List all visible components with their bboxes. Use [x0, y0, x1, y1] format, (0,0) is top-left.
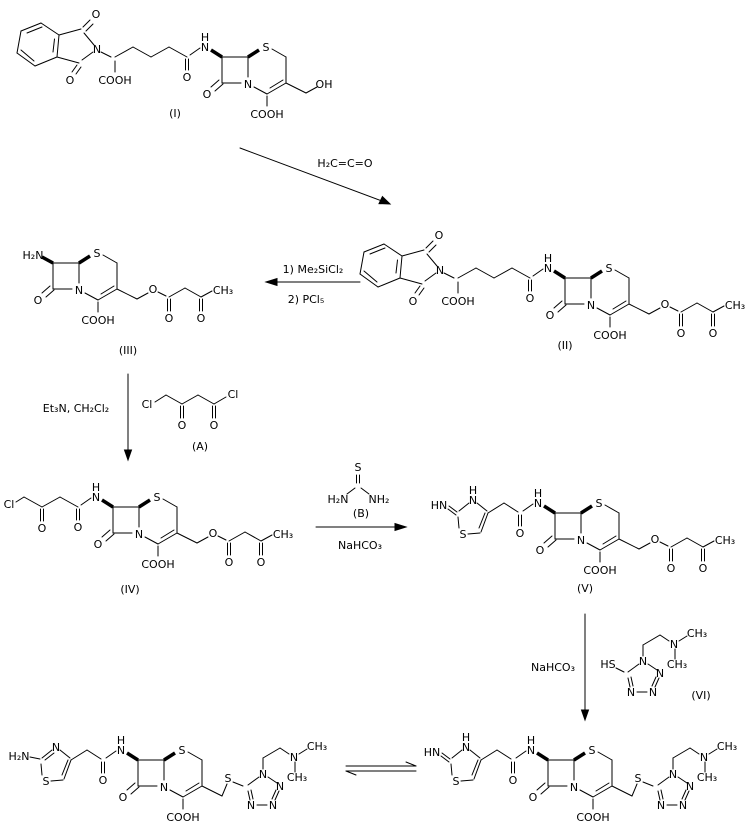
compound-v-label: (V) — [577, 582, 593, 595]
compound-ii-label: (II) — [557, 339, 572, 352]
atom-label-h2n: H₂N — [23, 249, 44, 262]
arrow-thiol-exchange: NaHCO₃ — [531, 613, 590, 722]
compound-i-label: (I) — [169, 107, 181, 120]
atom-label-o: O — [38, 522, 47, 535]
compound-final-aminothiazole: S — [8, 732, 328, 822]
compound-i: COOH OH (I) — [16, 7, 333, 123]
hydroxymethyl-bonds — [285, 82, 318, 94]
compound-b: S H₂N NH₂ (B) — [328, 461, 390, 520]
thiourea-bonds — [346, 474, 370, 495]
arrowhead — [378, 195, 392, 205]
equilibrium-arrows — [345, 761, 417, 776]
atom-label-o: O — [178, 419, 187, 432]
arrow-thiazolization: NaHCO₃ — [315, 522, 408, 552]
atom-label-s: S — [355, 461, 362, 474]
atom-label-s: S — [635, 772, 642, 785]
arrow-silylation: 1) Me₂SiCl₂ 2) PCl₅ — [264, 263, 361, 306]
atom-label-oh: OH — [316, 78, 333, 91]
arrow-acylation: Et₃N, CH₂Cl₂ — [43, 373, 133, 462]
compound-a-label: (A) — [192, 440, 208, 453]
atom-label-cooh: COOH — [98, 74, 131, 87]
side-chain-bonds — [457, 267, 531, 294]
compound-a: Cl O O Cl (A) — [142, 388, 239, 453]
compound-iv: O Cl (IV) — [4, 479, 294, 596]
reagent-ketene-label: H₂C=C=O — [317, 157, 372, 170]
arrowhead — [394, 522, 408, 532]
chloroacetoacetyl-bonds — [15, 496, 79, 522]
thiol-bond — [615, 667, 625, 673]
arrow-ketene: H₂C=C=O — [239, 147, 392, 205]
compound-final-iminothiazoline: S — [423, 730, 738, 822]
arrowhead — [123, 449, 133, 462]
atom-label-nh2: NH₂ — [369, 493, 390, 506]
atom-label-h2n: H₂N — [328, 493, 349, 506]
atom-label-o: O — [210, 419, 219, 432]
compound-vi: HS (VI) — [600, 626, 711, 702]
atom-label-hs: HS — [600, 658, 615, 671]
amine-wedge-bond — [41, 255, 54, 265]
thiomethyl-bonds — [611, 781, 654, 797]
compound-b-label: (B) — [353, 507, 369, 520]
reagent-chlorination-label: 2) PCl₅ — [288, 293, 325, 306]
side-chain-bonds — [114, 46, 188, 73]
arrowhead — [264, 277, 278, 287]
thiomethyl-bonds — [201, 781, 244, 797]
reagent-silylation-label: 1) Me₂SiCl₂ — [283, 263, 344, 276]
compound-iii-label: (III) — [119, 344, 137, 357]
reagent-bicarbonate-label: NaHCO₃ — [338, 539, 382, 552]
compound-ii: COOH (II) — [359, 228, 746, 352]
compound-v: (V) — [430, 483, 736, 595]
reagent-bicarbonate-label: NaHCO₃ — [531, 661, 575, 674]
reagent-base-solvent-label: Et₃N, CH₂Cl₂ — [43, 402, 109, 415]
compound-vi-label: (VI) — [691, 689, 710, 702]
atom-label-cl: Cl — [228, 388, 239, 401]
atom-label-cl: Cl — [4, 498, 15, 511]
arrowhead — [580, 709, 590, 722]
compound-iv-label: (IV) — [120, 583, 139, 596]
atom-label-s: S — [225, 772, 232, 785]
chain-bonds — [154, 394, 227, 419]
atom-label-cl: Cl — [142, 398, 153, 411]
atom-label-cooh: COOH — [441, 295, 474, 308]
compound-iii: H₂N (III) — [23, 245, 234, 357]
